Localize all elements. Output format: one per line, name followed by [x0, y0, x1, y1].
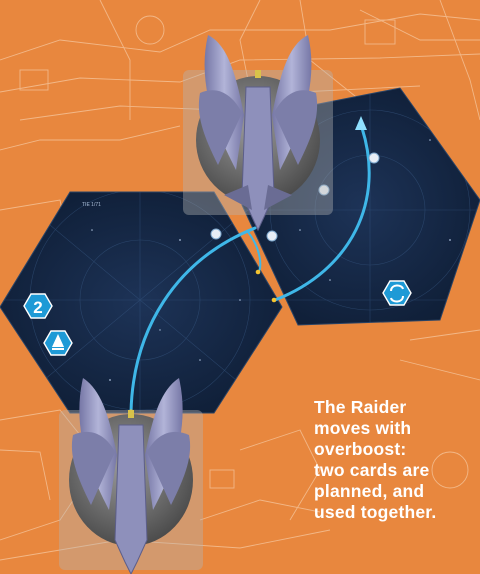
- raider-ship-top: [183, 35, 333, 230]
- caption-line-2: moves with: [314, 418, 480, 439]
- move-arrow-token-icon: [44, 331, 72, 355]
- caption-line-3: overboost:: [314, 439, 480, 460]
- caption-line-5: planned, and: [314, 481, 480, 502]
- caption-line-1: The Raider: [314, 397, 480, 418]
- overboost-caption: The Raider moves with overboost: two car…: [314, 397, 480, 523]
- caption-line-4: two cards are: [314, 460, 480, 481]
- caption-line-6: used together.: [314, 502, 480, 523]
- spin-token-icon: [383, 281, 411, 305]
- speed-token-value: 2: [33, 298, 42, 317]
- tile-label: TIE 1/71: [82, 202, 101, 208]
